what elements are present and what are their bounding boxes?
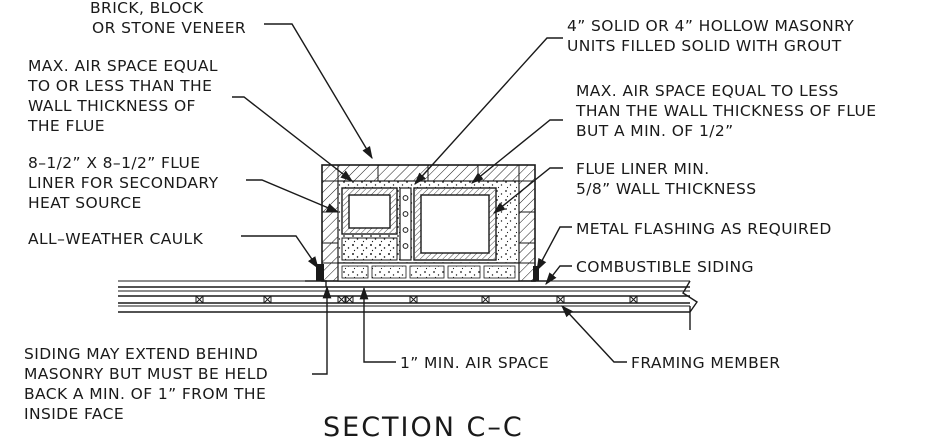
secondary-flue-liner	[341, 187, 398, 261]
label-framing-member: FRAMING MEMBER	[631, 354, 780, 372]
label-veneer: BRICK, BLOCK OR STONE VENEER	[90, 0, 246, 37]
label-veneer-line1: BRICK, BLOCK	[90, 0, 204, 17]
label-siding-note-line2: MASONRY BUT MUST BE HELD	[24, 365, 268, 383]
label-flue-liner-min-line1: FLUE LINER MIN.	[576, 160, 710, 178]
label-air-space-min: 1” MIN. AIR SPACE	[400, 354, 549, 372]
label-air-space-right-line1: MAX. AIR SPACE EQUAL TO LESS	[576, 82, 839, 100]
wall-section	[118, 280, 690, 313]
label-masonry-units-line1: 4” SOLID OR 4” HOLLOW MASONRY	[567, 17, 854, 35]
label-air-space-left-line1: MAX. AIR SPACE EQUAL	[28, 57, 218, 75]
label-air-space-left-line3: WALL THICKNESS OF	[28, 97, 196, 115]
label-flue-liner-secondary-line1: 8–1/2” X 8–1/2” FLUE	[28, 154, 201, 172]
label-caulk: ALL–WEATHER CAULK	[28, 230, 204, 248]
masonry-divider	[399, 187, 412, 261]
label-air-space-right-line2: THAN THE WALL THICKNESS OF FLUE	[575, 102, 876, 120]
label-air-space-left-line2: TO OR LESS THAN THE	[27, 77, 212, 95]
caulk-and-flashing	[305, 264, 548, 287]
label-masonry-units-line2: UNITS FILLED SOLID WITH GROUT	[567, 37, 842, 55]
label-flue-liner-secondary: 8–1/2” X 8–1/2” FLUE LINER FOR SECONDARY…	[28, 154, 219, 212]
label-flue-liner-min: FLUE LINER MIN. 5/8” WALL THICKNESS	[576, 160, 757, 198]
label-siding: COMBUSTIBLE SIDING	[576, 258, 754, 276]
framing-members	[195, 295, 638, 304]
label-siding-note-line1: SIDING MAY EXTEND BEHIND	[24, 345, 258, 363]
label-veneer-line2: OR STONE VENEER	[92, 19, 246, 37]
label-siding-note: SIDING MAY EXTEND BEHIND MASONRY BUT MUS…	[24, 345, 268, 423]
label-air-space-right-line3: BUT A MIN. OF 1/2”	[576, 122, 734, 140]
label-siding-note-line3: BACK A MIN. OF 1” FROM THE	[24, 385, 266, 403]
label-flue-liner-secondary-line3: HEAT SOURCE	[28, 194, 142, 212]
label-flue-liner-min-line2: 5/8” WALL THICKNESS	[576, 180, 757, 198]
label-siding-note-line4: INSIDE FACE	[24, 405, 124, 423]
main-flue-liner	[413, 187, 497, 261]
label-air-space-left-line4: THE FLUE	[27, 117, 105, 135]
label-flashing: METAL FLASHING AS REQUIRED	[576, 220, 832, 238]
label-masonry-units: 4” SOLID OR 4” HOLLOW MASONRY UNITS FILL…	[567, 17, 854, 55]
label-air-space-left: MAX. AIR SPACE EQUAL TO OR LESS THAN THE…	[27, 57, 218, 135]
break-line	[682, 280, 698, 330]
label-flue-liner-secondary-line2: LINER FOR SECONDARY	[28, 174, 219, 192]
leader-lines	[232, 23, 627, 375]
section-title: SECTION C–C	[323, 412, 524, 443]
label-air-space-right: MAX. AIR SPACE EQUAL TO LESS THAN THE WA…	[575, 82, 876, 140]
